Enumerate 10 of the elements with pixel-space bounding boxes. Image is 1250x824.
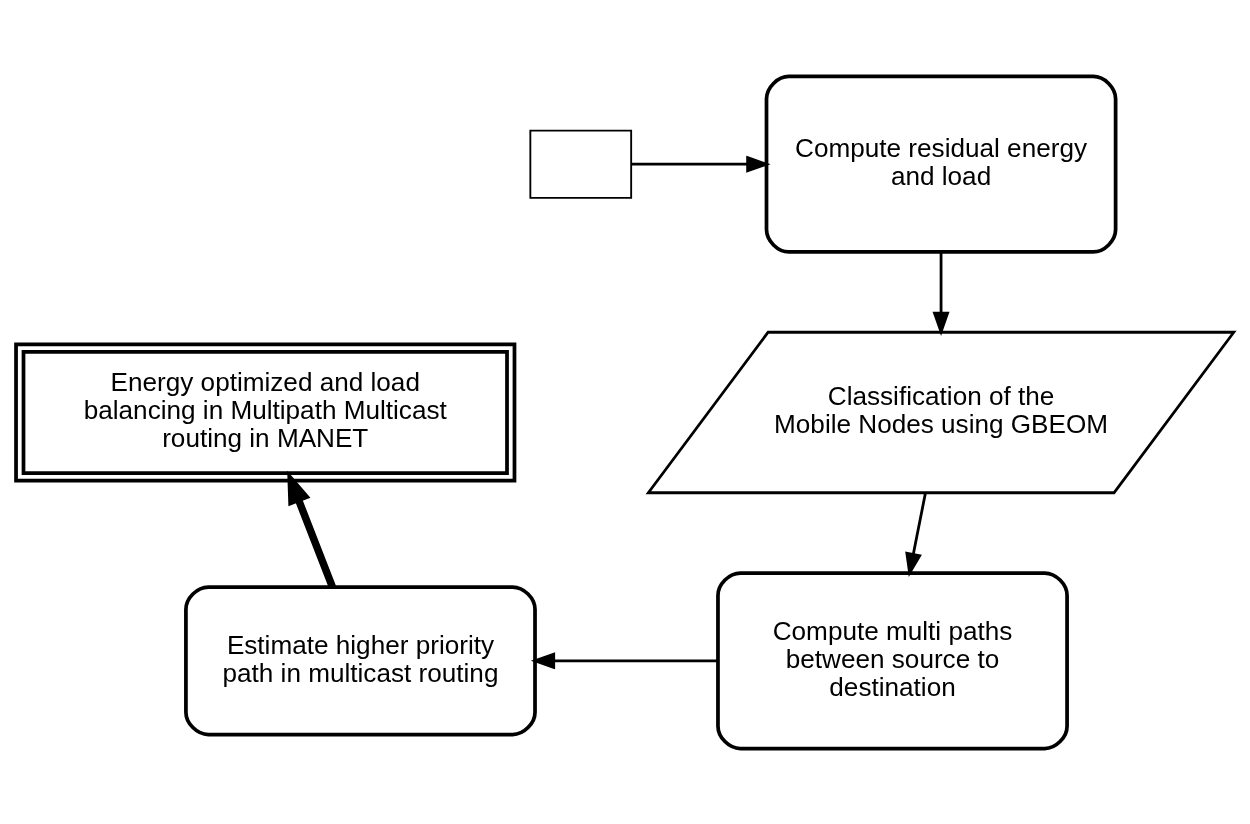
arrow	[932, 251, 950, 336]
arrow	[631, 155, 771, 173]
node-box: Compute multi paths between source to destination	[716, 570, 1069, 750]
arrow	[905, 492, 927, 577]
node-box	[529, 129, 633, 199]
arrow	[287, 470, 336, 588]
node-box: Estimate higher priority path in multicast routing	[184, 584, 537, 736]
node-box: Compute residual energy and load	[764, 74, 1118, 254]
arrow	[530, 651, 718, 669]
node-box: Energy optimized and load balancing in Multipath Multicast routing in MANET	[14, 342, 517, 482]
